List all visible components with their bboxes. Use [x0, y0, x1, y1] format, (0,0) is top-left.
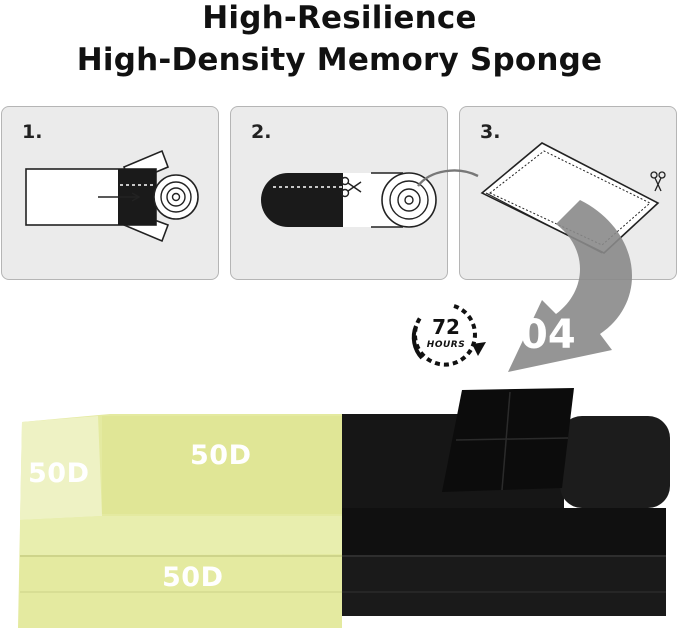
cut-wrap-icon [261, 172, 437, 228]
slide-out-of-box-icon [25, 149, 199, 243]
step-3-panel: 3. [459, 106, 677, 280]
clock-hours-value: 72 [432, 315, 460, 339]
step-2-label: 2. [251, 121, 272, 143]
open-package-icon [480, 142, 666, 254]
heading-line-1: High-Resilience [202, 0, 477, 36]
step-2-panel: 2. [230, 106, 448, 280]
density-label-armrest: 50D [28, 458, 90, 489]
clock-hours-unit: HOURS [426, 340, 466, 350]
heading-line-2: High-Density Memory Sponge [76, 42, 603, 78]
step-3-label: 3. [480, 121, 501, 143]
sofa-illustration [18, 388, 670, 628]
density-label-backrest: 50D [190, 440, 252, 471]
step-1-label: 1. [22, 121, 43, 143]
density-label-base: 50D [162, 562, 224, 593]
step-4-label: 04 [520, 312, 576, 358]
step-1-panel: 1. [1, 106, 219, 280]
clock-72-hours-icon [411, 304, 486, 367]
